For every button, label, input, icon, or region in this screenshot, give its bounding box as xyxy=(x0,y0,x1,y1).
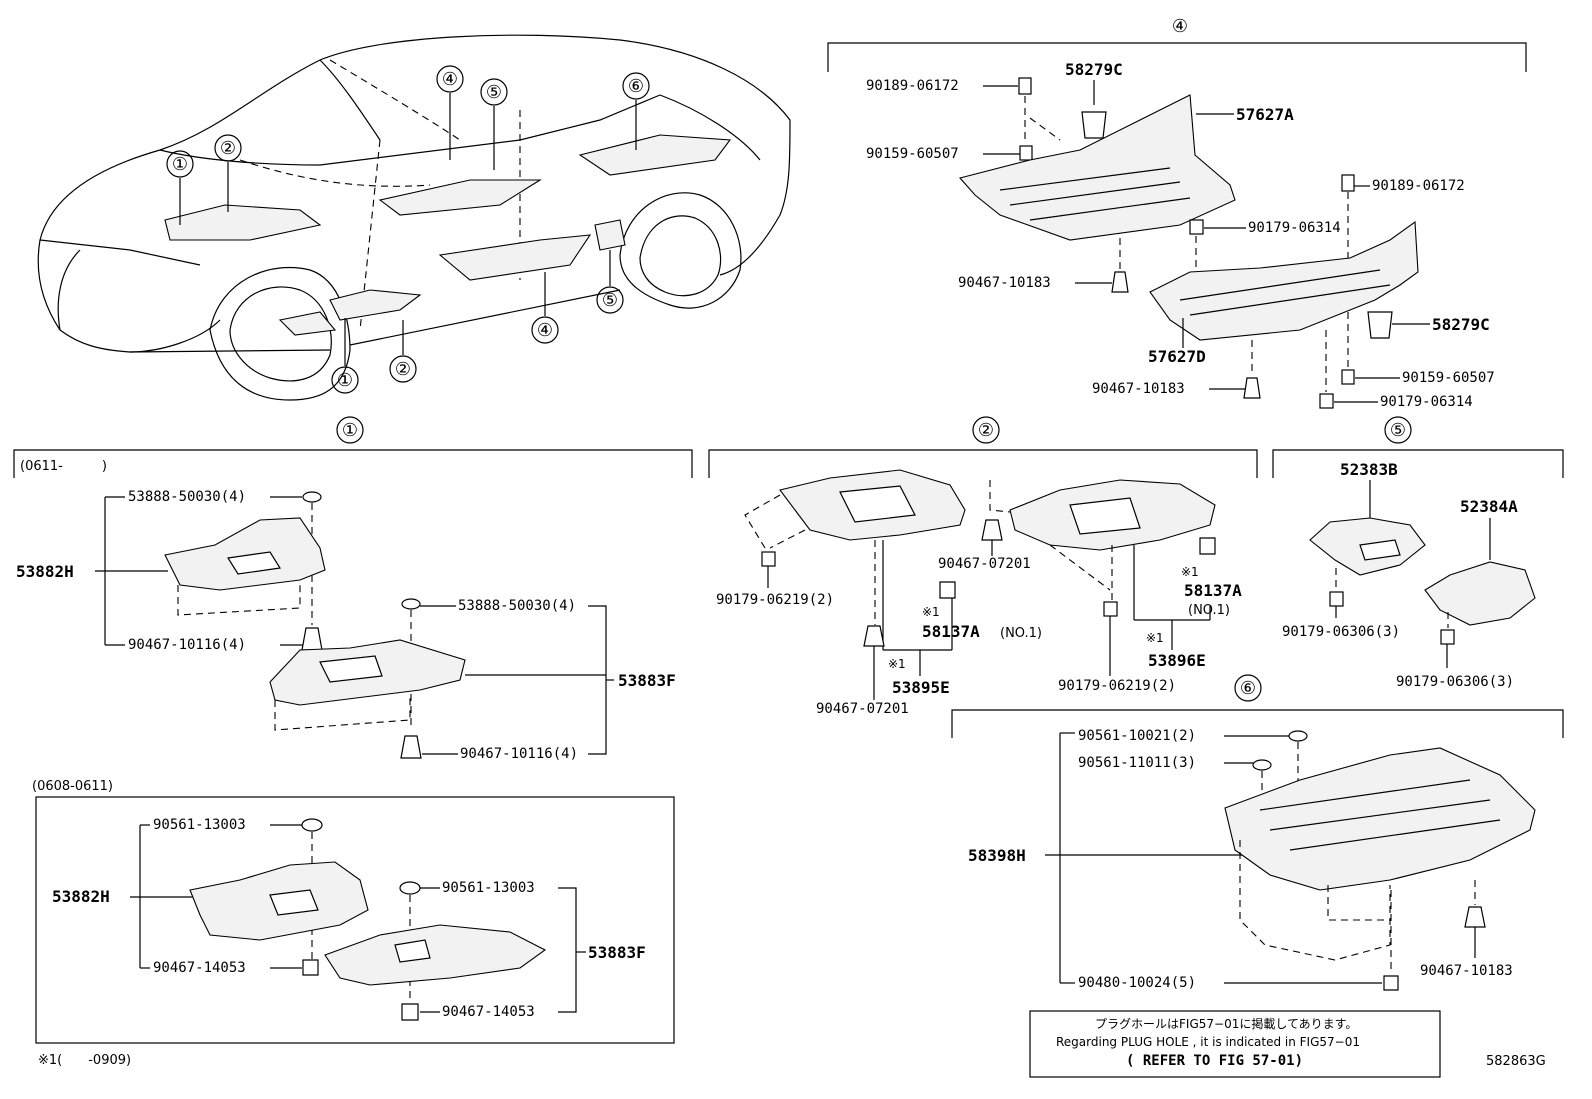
callout-5-a: ⑤ xyxy=(486,82,502,103)
section-2: ② 90179-06219(2) ※1 58137A (NO.1) ※1 538… xyxy=(708,416,1258,717)
figure-code: 582863G xyxy=(1486,1054,1546,1069)
note-jp: プラグホールはFIG57−01に掲載してあります。 xyxy=(1095,1016,1357,1031)
label-53895E: 53895E xyxy=(892,678,950,697)
callout-5-b: ⑤ xyxy=(602,290,618,311)
label-90159-60507-b: 90159-60507 xyxy=(1402,370,1495,386)
note-refer: ( REFER TO FIG 57-01) xyxy=(1126,1053,1303,1069)
label-no1-a: (NO.1) xyxy=(1000,626,1042,641)
label-90179-06219-b: 90179-06219(2) xyxy=(1058,678,1176,694)
callout-2-b: ② xyxy=(395,359,411,380)
section-1-date-range: (0611- ) xyxy=(20,459,107,474)
section-4: ④ 90189-06172 58279C 90159-60507 57627A … xyxy=(827,16,1527,410)
label-53883F-b: 53883F xyxy=(588,943,646,962)
label-58137A-b: 58137A xyxy=(1184,581,1242,600)
label-53882H-a: 53882H xyxy=(16,562,74,581)
label-90467-14053-b: 90467-14053 xyxy=(442,1004,535,1020)
mark-1-d: ※1 xyxy=(1146,631,1164,645)
section-5: ⑤ 52383B 90179-06306(3) 52384A 90179-063… xyxy=(1272,416,1564,690)
callout-1-b: ① xyxy=(337,370,353,391)
note-en: Regarding PLUG HOLE , it is indicated in… xyxy=(1056,1035,1360,1049)
label-90179-06219-a: 90179-06219(2) xyxy=(716,592,834,608)
label-90189-06172-b: 90189-06172 xyxy=(1372,178,1465,194)
label-90179-06314-b: 90179-06314 xyxy=(1380,394,1473,410)
label-90467-14053-a: 90467-14053 xyxy=(153,960,246,976)
label-53882H-b: 53882H xyxy=(52,887,110,906)
notes: ※1( -0909) プラグホールはFIG57−01に掲載してあります。 Reg… xyxy=(38,1010,1546,1078)
label-90467-10116-a: 90467-10116(4) xyxy=(128,637,246,653)
footnote: ※1( -0909) xyxy=(38,1053,131,1068)
label-90159-60507-a: 90159-60507 xyxy=(866,146,959,162)
label-90189-06172-a: 90189-06172 xyxy=(866,78,959,94)
callout-4-b: ④ xyxy=(537,320,553,341)
section-4-header: ④ xyxy=(1172,16,1188,37)
section-2-header: ② xyxy=(978,420,994,441)
label-90561-13003-b: 90561-13003 xyxy=(442,880,535,896)
section-1-header: ① xyxy=(342,420,358,441)
label-52384A: 52384A xyxy=(1460,497,1518,516)
callout-1-a: ① xyxy=(172,154,188,175)
label-90179-06306-b: 90179-06306(3) xyxy=(1396,674,1514,690)
section-6-header: ⑥ xyxy=(1240,678,1256,699)
label-57627D: 57627D xyxy=(1148,347,1206,366)
label-90467-10183-a: 90467-10183 xyxy=(958,275,1051,291)
car-illustration xyxy=(37,34,791,401)
label-90561-11011: 90561-11011(3) xyxy=(1078,755,1196,771)
label-90179-06306-a: 90179-06306(3) xyxy=(1282,624,1400,640)
label-53888-50030-a: 53888-50030(4) xyxy=(128,489,246,505)
label-58279C-b: 58279C xyxy=(1432,315,1490,334)
label-90480-10024: 90480-10024(5) xyxy=(1078,975,1196,991)
label-90467-10183-c: 90467-10183 xyxy=(1420,963,1513,979)
callout-6-a: ⑥ xyxy=(628,76,644,97)
callout-2-a: ② xyxy=(220,138,236,159)
label-58137A-a: 58137A xyxy=(922,622,980,641)
label-52383B: 52383B xyxy=(1340,460,1398,479)
label-53883F-a: 53883F xyxy=(618,671,676,690)
label-58398H: 58398H xyxy=(968,846,1026,865)
label-90467-10116-b: 90467-10116(4) xyxy=(460,746,578,762)
section-1-alt-date-range: (0608-0611) xyxy=(32,779,113,794)
mark-1-c: ※1 xyxy=(1181,565,1199,579)
car-callouts: ① ② ④ ⑤ ⑥ ④ ⑤ ① ② xyxy=(166,65,650,394)
section-1: ① (0611- ) 53882H 53888-50030(4) 90467-1… xyxy=(13,416,693,762)
callout-4-a: ④ xyxy=(442,69,458,90)
section-5-header: ⑤ xyxy=(1390,420,1406,441)
label-90467-10183-b: 90467-10183 xyxy=(1092,381,1185,397)
label-53896E: 53896E xyxy=(1148,651,1206,670)
label-90561-13003-a: 90561-13003 xyxy=(153,817,246,833)
label-57627A: 57627A xyxy=(1236,105,1294,124)
label-90467-07201-a: 90467-07201 xyxy=(816,701,909,717)
label-90561-10021: 90561-10021(2) xyxy=(1078,728,1196,744)
mark-1-b: ※1 xyxy=(888,657,906,671)
label-90179-06314-a: 90179-06314 xyxy=(1248,220,1341,236)
section-6: ⑥ 90561-10021(2) 90561-11011(3) 58398H 9… xyxy=(951,674,1564,991)
label-no1-b: (NO.1) xyxy=(1188,603,1230,618)
label-53888-50030-b: 53888-50030(4) xyxy=(458,598,576,614)
mark-1-a: ※1 xyxy=(922,605,940,619)
section-1-alt: (0608-0611) 90561-13003 53882H 90467-140… xyxy=(32,779,675,1044)
label-90467-07201-b: 90467-07201 xyxy=(938,556,1031,572)
label-58279C-a: 58279C xyxy=(1065,60,1123,79)
